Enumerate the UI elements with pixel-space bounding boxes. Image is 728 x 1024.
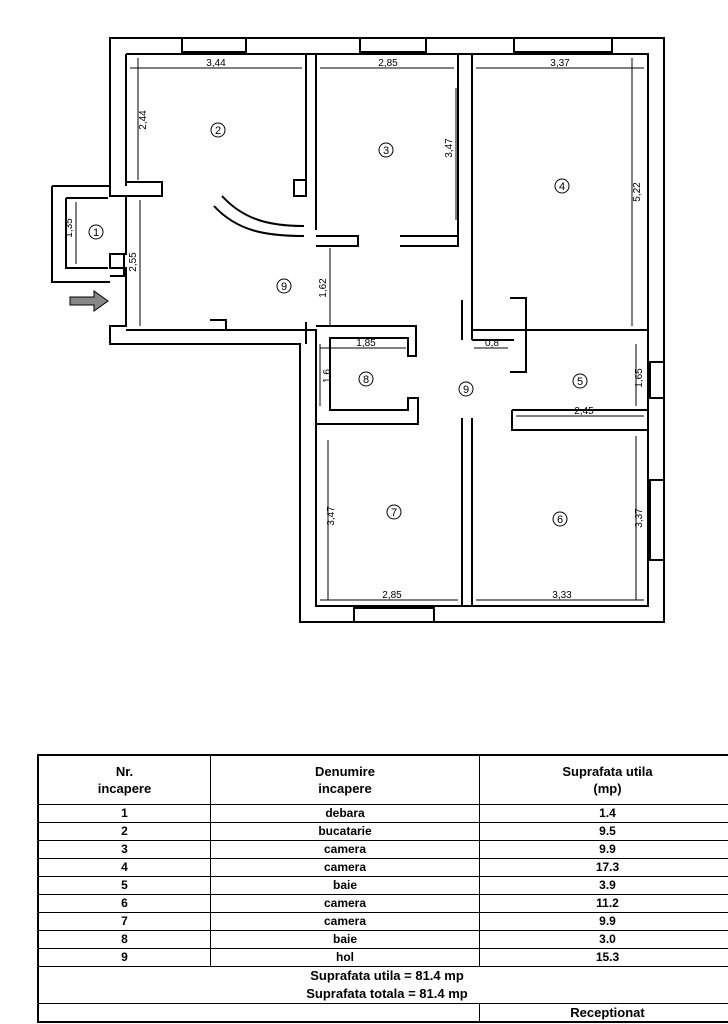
room-marker-5: 5 [572,373,588,389]
windows [181,37,665,623]
walls [51,37,665,623]
dim-label: 3,37 [550,58,570,69]
window [513,37,613,53]
room-marker-3: 3 [378,142,394,158]
dim-label: 2,85 [382,590,402,601]
svg-text:3: 3 [383,145,389,157]
entrance-arrow-icon [69,290,109,312]
table-cell: 7 [37,912,211,931]
dim-label: 3,33 [552,590,572,601]
dim-label: 2,45 [574,406,594,417]
dim-label: 1,62 [318,278,329,298]
table-cell: bucatarie [210,822,480,841]
table-cell: debara [210,804,480,823]
window [649,479,665,561]
table-cell: 3.0 [479,930,728,949]
room-marker-9: 9 [458,381,474,397]
table-cell: baie [210,876,480,895]
dim-label: 3,44 [206,58,226,69]
table-cell: 17.3 [479,858,728,877]
header-nr: Nr.incapere [37,754,211,805]
receptionat-label: Receptionat [479,1003,728,1023]
dimension-labels: 3,44 2,85 3,37 2,44 3,47 5,22 1,35 2,55 … [64,58,645,601]
dim-label: 2,55 [128,252,139,272]
dim-label: 1,35 [64,218,75,238]
svg-text:9: 9 [463,384,469,396]
table-cell [37,1003,480,1023]
table-cell: 9 [37,948,211,967]
window [649,361,665,399]
svg-text:8: 8 [363,374,369,386]
table-cell: 2 [37,822,211,841]
table-cell: camera [210,840,480,859]
dim-label: 5,22 [632,182,643,202]
table-cell: 9.9 [479,840,728,859]
total-area: Suprafata totala = 81.4 mp [306,986,468,1001]
table-cell: camera [210,894,480,913]
dim-label: 3,47 [326,506,337,526]
table-cell: 11.2 [479,894,728,913]
svg-text:1: 1 [93,227,99,239]
dim-label: 1,65 [634,368,645,388]
svg-text:6: 6 [557,514,563,526]
dim-label: 2,85 [378,58,398,69]
table-cell: 8 [37,930,211,949]
table-cell: 5 [37,876,211,895]
reception-row: Receptionat [37,1003,728,1023]
room-marker-4: 4 [554,178,570,194]
room-marker-6: 6 [552,511,568,527]
svg-text:9: 9 [281,281,287,293]
svg-text:7: 7 [391,507,397,519]
svg-text:5: 5 [577,376,583,388]
svg-text:2: 2 [215,125,221,137]
table-cell: 1.4 [479,804,728,823]
header-area: Suprafata utila(mp) [479,754,728,805]
dim-label: 3,37 [634,508,645,528]
room-marker-8: 8 [358,371,374,387]
window [181,37,247,53]
room-marker-9: 9 [276,278,292,294]
dim-label: 1,85 [356,338,376,349]
table-cell: 1 [37,804,211,823]
window [353,607,435,623]
table-cell: hol [210,948,480,967]
room-marker-2: 2 [210,122,226,138]
room-marker-7: 7 [386,504,402,520]
dim-label: 1,6 [322,369,333,383]
table-cell: 9.9 [479,912,728,931]
table-cell: 6 [37,894,211,913]
table-cell: 4 [37,858,211,877]
table-cell: camera [210,912,480,931]
dim-label: 0,8 [485,338,499,349]
table-cell: camera [210,858,480,877]
table-cell: 3 [37,840,211,859]
dim-label: 2,44 [138,110,149,130]
dim-label: 3,47 [444,138,455,158]
window [359,37,427,53]
table-cell: Suprafata utila = 81.4 mp Suprafata total… [37,966,728,1004]
totals-row: Suprafata utila = 81.4 mp Suprafata total… [37,966,728,1004]
room-marker-1: 1 [88,224,104,240]
table-cell: 3.9 [479,876,728,895]
table-cell: baie [210,930,480,949]
useful-area-total: Suprafata utila = 81.4 mp [310,968,464,983]
table-cell: 9.5 [479,822,728,841]
dimension-lines [75,58,644,601]
floor-plan: 3,44 2,85 3,37 2,44 3,47 5,22 1,35 2,55 … [51,37,665,623]
room-markers: 1 2 3 4 5 6 7 8 9 9 [88,122,588,527]
svg-text:4: 4 [559,181,565,193]
table-cell: 15.3 [479,948,728,967]
